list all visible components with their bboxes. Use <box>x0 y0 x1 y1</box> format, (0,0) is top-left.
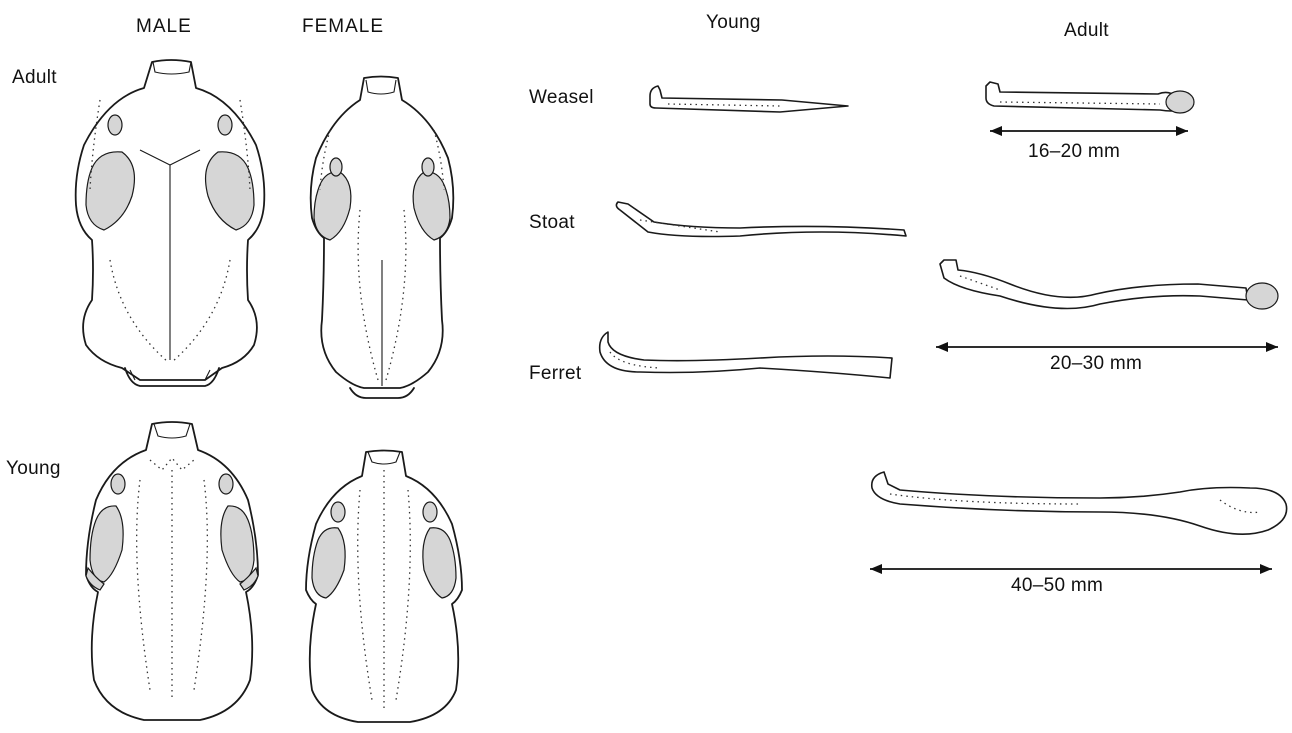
baculum-young-weasel <box>650 86 848 112</box>
skull-adult-male <box>76 60 265 386</box>
arrow-weasel <box>990 126 1188 136</box>
baculum-young-stoat <box>616 202 906 237</box>
baculum-adult-stoat <box>940 260 1278 309</box>
skull-young-male <box>86 422 258 720</box>
baculum-young-ferret <box>600 332 892 378</box>
arrow-stoat <box>936 342 1278 352</box>
baculum-adult-weasel <box>986 82 1194 113</box>
arrow-ferret <box>870 564 1272 574</box>
skull-young-female <box>306 451 462 723</box>
baculum-adult-ferret <box>872 472 1287 534</box>
skull-adult-female <box>311 77 454 399</box>
